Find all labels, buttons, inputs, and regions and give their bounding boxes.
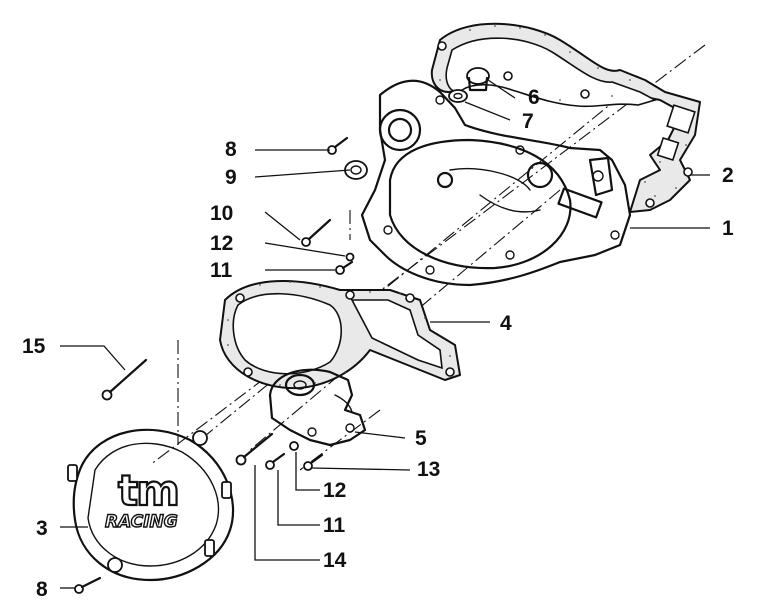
logo-tm: tm — [118, 466, 178, 515]
bolt-15 — [101, 358, 148, 401]
crankcase-gasket — [430, 22, 701, 213]
callout-10: 10 — [210, 202, 233, 225]
screw-8-lower — [74, 576, 102, 594]
callout-8-upper: 8 — [225, 138, 237, 161]
washer-12-upper — [345, 252, 355, 262]
nut-11-lower — [265, 452, 286, 470]
bolt-14 — [235, 432, 274, 466]
screw-8-upper — [327, 136, 349, 155]
callout-6: 6 — [528, 86, 540, 109]
callout-1: 1 — [722, 217, 734, 240]
callout-2: 2 — [722, 164, 734, 187]
callout-11-upper: 11 — [210, 259, 233, 282]
callout-13: 13 — [417, 458, 440, 481]
logo-racing: RACING — [105, 512, 178, 532]
callout-3: 3 — [36, 517, 48, 540]
bolt-10 — [301, 218, 332, 247]
callout-11-lower: 11 — [323, 514, 346, 537]
crankcase-half — [360, 79, 632, 287]
ignition-cover: tm RACING — [67, 428, 235, 582]
callout-12-upper: 12 — [210, 232, 233, 255]
water-pump-cover — [268, 368, 367, 447]
callout-labels: 1 2 3 4 5 6 7 8 8 9 10 11 11 12 12 13 14… — [22, 86, 734, 601]
callout-9: 9 — [225, 166, 237, 189]
drain-plug — [466, 67, 490, 92]
callout-4: 4 — [500, 312, 512, 335]
callout-7: 7 — [522, 110, 534, 133]
leader-lines — [60, 79, 710, 589]
callout-15: 15 — [22, 335, 46, 358]
nut-11-upper — [335, 260, 354, 275]
callout-14: 14 — [323, 549, 347, 572]
cover-gasket — [219, 280, 461, 390]
washer-12-lower — [289, 441, 299, 451]
callout-5: 5 — [415, 427, 427, 450]
sealing-washer — [448, 89, 468, 103]
assembly-axis-lines — [149, 44, 706, 471]
screw-13 — [303, 453, 324, 471]
callout-8-lower: 8 — [36, 578, 48, 601]
callout-12-lower: 12 — [323, 479, 346, 502]
